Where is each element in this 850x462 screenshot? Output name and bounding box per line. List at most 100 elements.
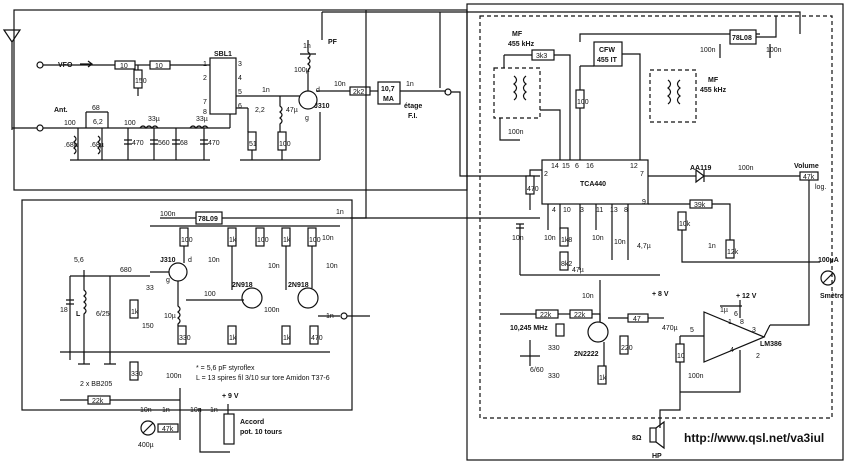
svg-text:1k: 1k — [131, 309, 139, 316]
svg-text:+ 8 V: + 8 V — [652, 291, 669, 298]
r1k-bfo — [597, 365, 607, 385]
svg-text:10n: 10n — [512, 235, 524, 242]
svg-text:MF: MF — [512, 31, 523, 38]
svg-text:470µ: 470µ — [662, 325, 678, 332]
svg-text:10n: 10n — [544, 235, 556, 242]
svg-text:MF: MF — [708, 77, 719, 84]
svg-text:2: 2 — [756, 353, 760, 360]
svg-text:MA: MA — [383, 96, 394, 103]
ant-connector — [36, 124, 44, 132]
r470-t2 — [309, 325, 319, 345]
svg-text:6: 6 — [575, 163, 579, 170]
svg-text:5: 5 — [690, 327, 694, 334]
svg-text:10n: 10n — [268, 263, 280, 270]
svg-text:4,7µ: 4,7µ — [637, 243, 651, 250]
svg-text:2k2: 2k2 — [353, 89, 364, 96]
svg-text:10n: 10n — [614, 239, 626, 246]
svg-text:13: 13 — [610, 207, 618, 214]
svg-text:10n: 10n — [334, 81, 346, 88]
svg-text:+ 9 V: + 9 V — [222, 393, 239, 400]
svg-text:8: 8 — [203, 109, 207, 116]
svg-text:470: 470 — [527, 186, 539, 193]
antenna-symbol — [2, 29, 22, 130]
svg-text:470: 470 — [208, 140, 220, 147]
svg-text:2 x BB205: 2 x BB205 — [80, 381, 112, 388]
svg-text:470: 470 — [311, 335, 323, 342]
svg-text:10: 10 — [563, 207, 571, 214]
svg-text:100: 100 — [181, 237, 193, 244]
svg-text:33: 33 — [146, 285, 154, 292]
svg-text:Volume: Volume — [794, 163, 819, 170]
svg-text:560: 560 — [158, 140, 170, 147]
svg-text:47µ: 47µ — [286, 107, 298, 114]
r1k-t2 — [281, 325, 291, 345]
if-af-frame — [466, 3, 844, 461]
vfo-out-connector — [340, 312, 348, 320]
cfw-filter — [593, 41, 623, 67]
svg-text:3: 3 — [580, 207, 584, 214]
svg-text:2: 2 — [544, 171, 548, 178]
svg-text:47: 47 — [633, 316, 641, 323]
svg-text:pot. 10 tours: pot. 10 tours — [240, 429, 282, 436]
svg-text:68: 68 — [180, 140, 188, 147]
svg-text:3k3: 3k3 — [536, 53, 547, 60]
svg-text:100: 100 — [64, 120, 76, 127]
svg-text:5: 5 — [238, 89, 242, 96]
r330-vari — [129, 361, 139, 381]
svg-text:2N2222: 2N2222 — [574, 351, 599, 358]
r100-vfo-b — [255, 227, 265, 247]
svg-text:L = 13 spires fil 3/10 sur tor: L = 13 spires fil 3/10 sur tore Amidon T… — [196, 375, 330, 382]
svg-text:+ 12 V: + 12 V — [736, 293, 757, 300]
svg-text:455 kHz: 455 kHz — [700, 87, 727, 94]
r220-bfo — [619, 335, 629, 355]
t1-2n918 — [241, 287, 263, 309]
svg-text:100µ: 100µ — [294, 67, 310, 74]
pf-label: PF — [328, 39, 338, 46]
svg-text:100: 100 — [204, 291, 216, 298]
t-2n2222 — [587, 321, 609, 343]
svg-text:Accord: Accord — [240, 419, 264, 426]
svg-text:400µ: 400µ — [138, 442, 154, 449]
svg-text:47k: 47k — [803, 174, 815, 181]
speaker-icon — [649, 427, 657, 443]
r1k8 — [559, 227, 569, 247]
svg-text:9: 9 — [642, 199, 646, 206]
svg-text:47k: 47k — [162, 426, 174, 433]
svg-text:CFW: CFW — [599, 47, 615, 54]
mixer-label: SBL1 — [214, 51, 232, 58]
svg-text:100: 100 — [279, 141, 291, 148]
svg-text:AA119: AA119 — [690, 165, 712, 172]
svg-text:LM386: LM386 — [760, 341, 782, 348]
svg-text:J310: J310 — [160, 257, 176, 264]
svg-text:6,2: 6,2 — [93, 119, 103, 126]
svg-text:100µA: 100µA — [818, 257, 839, 264]
svg-text:12: 12 — [630, 163, 638, 170]
svg-text:7: 7 — [640, 171, 644, 178]
svg-text:* = 5,6 pF styroflex: * = 5,6 pF styroflex — [196, 365, 255, 372]
svg-text:220: 220 — [621, 345, 633, 352]
svg-text:100n: 100n — [738, 165, 754, 172]
svg-text:1n: 1n — [708, 243, 716, 250]
svg-text:8k2: 8k2 — [561, 261, 572, 268]
svg-text:d: d — [188, 257, 192, 264]
svg-text:2N918: 2N918 — [232, 282, 253, 289]
crystal — [555, 323, 565, 337]
svg-text:6: 6 — [734, 311, 738, 318]
svg-text:18: 18 — [60, 307, 68, 314]
svg-text:10: 10 — [677, 353, 685, 360]
svg-text:g: g — [166, 277, 170, 284]
svg-text:F.I.: F.I. — [408, 113, 417, 120]
svg-text:2: 2 — [203, 75, 207, 82]
vfo-stage-frame — [21, 199, 353, 411]
svg-text:1n: 1n — [303, 43, 311, 50]
svg-text:68: 68 — [92, 105, 100, 112]
svg-text:HP: HP — [652, 453, 662, 460]
svg-text:455 IT: 455 IT — [597, 57, 618, 64]
svg-text:1k: 1k — [229, 335, 237, 342]
svg-text:22k: 22k — [540, 312, 552, 319]
svg-text:6/60: 6/60 — [530, 367, 544, 374]
svg-text:g: g — [305, 115, 309, 122]
svg-text:78L09: 78L09 — [198, 216, 218, 223]
tune-meter — [140, 420, 156, 436]
